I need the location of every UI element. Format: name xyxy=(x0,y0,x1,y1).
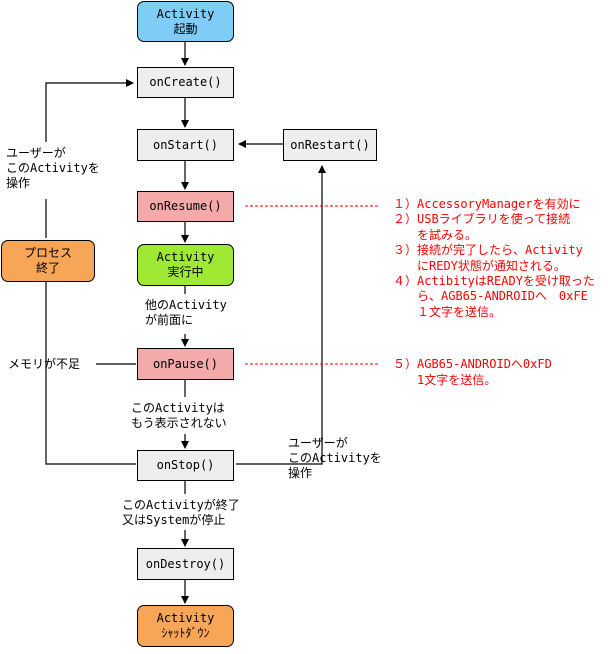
node-line2: 起動 xyxy=(173,21,198,36)
note-line: を試みる。 xyxy=(393,227,478,242)
label-line: が前面に xyxy=(145,313,194,327)
label-activity-finished: このActivityが終了 又はSystemが停止 xyxy=(122,498,240,528)
note-line: 1文字を送信。 xyxy=(393,373,497,387)
on-resume-node: onResume() xyxy=(137,191,234,222)
label-other-activity-front: 他のActivity が前面に xyxy=(145,298,227,328)
label-line: ユーザーが xyxy=(288,436,348,450)
node-label: onPause() xyxy=(152,356,219,371)
on-start-node: onStart() xyxy=(137,129,234,161)
label-line: メモリが不足 xyxy=(8,357,81,371)
note-line: ４）ActibityはREADYを受け取った xyxy=(393,274,595,289)
label-line: 他のActivity xyxy=(145,298,227,312)
activity-start-node: Activity 起動 xyxy=(137,1,234,42)
note-line: ３）接続が完了したら、Activity xyxy=(393,243,583,258)
on-create-node: onCreate() xyxy=(137,67,234,98)
on-restart-node: onRestart() xyxy=(283,129,377,161)
activity-shutdown-node: Activity ｼｬｯﾄﾀﾞｳﾝ xyxy=(137,605,234,647)
node-label: onDestroy() xyxy=(145,556,226,571)
label-line: このActivityは xyxy=(131,401,225,415)
note-line: １文字を送信。 xyxy=(393,304,502,319)
node-line1: プロセス xyxy=(23,246,72,260)
label-line: このActivityを xyxy=(288,451,382,465)
node-line2: 実行中 xyxy=(167,265,204,279)
note-line: にREDY状態が通知される。 xyxy=(393,258,566,273)
process-end-node: プロセス 終了 xyxy=(1,240,95,282)
on-destroy-node: onDestroy() xyxy=(137,548,234,580)
label-memory-shortage: メモリが不足 xyxy=(8,357,80,372)
label-line: このActivityを xyxy=(6,161,100,175)
node-line1: Activity xyxy=(156,611,215,625)
label-line: ユーザーが xyxy=(6,146,66,160)
activity-running-node: Activity 実行中 xyxy=(137,244,234,286)
node-label: onResume() xyxy=(149,199,222,213)
on-stop-node: onStop() xyxy=(137,450,234,481)
label-user-operation-right: ユーザーが このActivityを 操作 xyxy=(288,436,382,481)
label-line: 操作 xyxy=(6,176,31,190)
node-label: onCreate() xyxy=(149,75,222,89)
node-line1: Activity xyxy=(156,6,215,21)
node-label: onStop() xyxy=(156,458,215,472)
note-line: ２）USBライブラリを使って接続 xyxy=(393,212,571,227)
note-resume-steps: １）AccessoryManagerを有効に ２）USBライブラリを使って接続 … xyxy=(393,197,595,320)
note-pause-steps: ５）AGB65-ANDROIDへ0xFD 1文字を送信。 xyxy=(393,356,552,388)
node-line2: ｼｬｯﾄﾀﾞｳﾝ xyxy=(161,626,210,640)
label-line: 操作 xyxy=(288,466,313,480)
note-line: １）AccessoryManagerを有効に xyxy=(393,197,581,211)
label-user-operation-left: ユーザーが このActivityを 操作 xyxy=(6,146,100,191)
note-line: ら、AGB65-ANDROIDへ 0xFE xyxy=(393,289,588,304)
arrow-user-to-create xyxy=(45,79,134,142)
label-line: 又はSystemが停止 xyxy=(122,513,226,527)
label-no-longer-visible: このActivityは もう表示されない xyxy=(131,401,227,431)
label-line: もう表示されない xyxy=(131,416,227,430)
node-label: onRestart() xyxy=(290,137,370,152)
node-line2: 終了 xyxy=(35,261,60,275)
on-pause-node: onPause() xyxy=(137,348,234,380)
node-label: onStart() xyxy=(152,137,219,152)
label-line: このActivityが終了 xyxy=(122,498,240,512)
node-line1: Activity xyxy=(156,250,215,264)
note-line: ５）AGB65-ANDROIDへ0xFD xyxy=(393,357,552,371)
line-stop-to-process xyxy=(42,274,136,465)
arrow-stop-to-restart xyxy=(236,165,326,465)
